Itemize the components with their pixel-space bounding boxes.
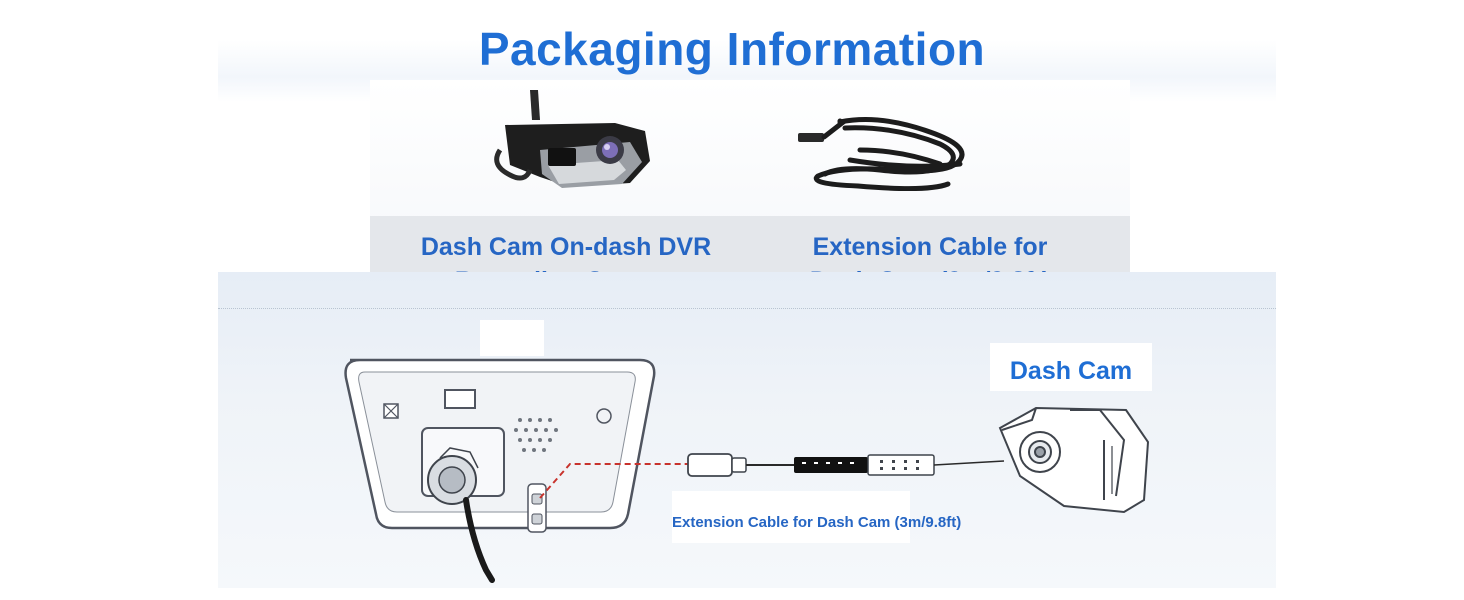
extension-cable-icon xyxy=(798,117,965,192)
cable-label-box xyxy=(672,491,910,543)
label-tab xyxy=(480,320,544,356)
dash-cam-icon xyxy=(494,90,650,188)
extension-cable-label: Extension Cable for Dash Cam (3m/9.8ft) xyxy=(672,514,962,531)
monitor-icon xyxy=(344,358,656,583)
dash-cam-label: Dash Cam xyxy=(1009,357,1133,385)
item-caption-line1: Dash Cam On-dash DVR xyxy=(420,233,712,261)
dash-cam-label-box xyxy=(990,343,1152,391)
divider xyxy=(218,308,1276,309)
dash-cam-icon xyxy=(998,406,1150,514)
item-caption-line1: Extension Cable for xyxy=(812,233,1048,261)
extension-cable-icon xyxy=(687,453,1005,477)
page-title: Packaging Information xyxy=(478,23,986,75)
connection-line xyxy=(539,463,688,499)
item-label-bar xyxy=(370,216,1130,272)
